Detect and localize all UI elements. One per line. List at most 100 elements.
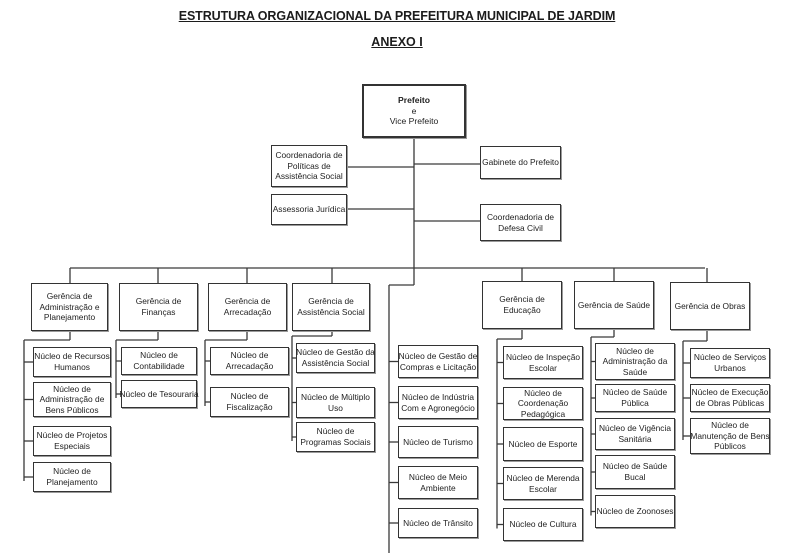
org-unit-nucleo: Núcleo de Tesouraria — [119, 380, 199, 408]
org-unit-prefeito-label-line: e — [411, 105, 417, 116]
org-unit-defesa-civil-label-line: Coordenadoria de — [486, 211, 555, 222]
document-subtitle: ANEXO I — [371, 35, 423, 49]
org-unit-ger-arrecadacao-label-line: Gerência de — [224, 296, 271, 307]
org-unit-nucleo-label-line: Núcleo de Indústria — [401, 391, 475, 402]
org-unit-nucleo-label-line: Núcleo de Merenda — [506, 472, 580, 483]
org-unit-nucleo-label-line: Administração da — [602, 356, 668, 367]
org-unit-prefeito-label-line: Vice Prefeito — [389, 116, 439, 127]
org-unit-ger-educacao-label-line: Educação — [503, 305, 541, 315]
org-unit-nucleo-label-line: Núcleo de — [53, 383, 91, 394]
org-unit-nucleo-label-line: Assistência Social — [301, 358, 370, 368]
org-unit-nucleo-label-line: Núcleo de Zoonoses — [596, 506, 674, 517]
org-unit-nucleo-label-line: Núcleo de Vigência — [598, 423, 671, 434]
org-unit-assessoria-juridica-label-line: Assessoria Jurídica — [272, 204, 346, 215]
org-unit-nucleo-label-line: Com e Agronegócio — [401, 402, 475, 413]
org-unit-nucleo-label-line: Núcleo de — [140, 350, 178, 361]
org-unit-nucleo-label-line: Núcleo de Meio — [408, 471, 468, 482]
org-unit-nucleo-label-line: Núcleo de — [316, 426, 355, 437]
org-unit-nucleo-label-line: Fiscalização — [226, 402, 273, 412]
org-unit-nucleo-label-line: Núcleo de Serviços — [693, 352, 767, 363]
org-unit-nucleo-label-line: Especiais — [54, 441, 90, 451]
org-unit-ger-saude-label-line: Gerência de Saúde — [577, 299, 651, 310]
org-unit-coord-politicas-label-line: Assistência Social — [275, 171, 343, 182]
org-unit-nucleo: Núcleo de Esporte — [503, 427, 583, 461]
org-unit-ger-admin-label-line: Planejamento — [43, 312, 96, 323]
org-unit-nucleo-label-line: Núcleo de Trânsito — [403, 517, 473, 528]
org-unit-nucleo-label-line: Arrecadação — [225, 361, 274, 371]
org-unit-ger-obras-label-line: Gerência de Obras — [674, 300, 746, 311]
org-unit-nucleo-label-line: Contabilidade — [133, 361, 185, 371]
org-unit-nucleo-label-line: Sanitária — [618, 434, 652, 444]
org-unit-ger-admin-label-line: Gerência de — [46, 291, 93, 302]
org-unit-nucleo-label-line: Núcleo de Saúde — [602, 461, 668, 472]
org-unit-nucleo-label-line: Núcleo de Projetos — [36, 430, 108, 441]
org-unit-nucleo-label-line: Núcleo de Esporte — [508, 438, 578, 449]
org-unit-nucleo-label-line: Núcleo de — [230, 391, 269, 402]
org-unit-nucleo-label-line: Manutenção de Bens — [690, 430, 770, 441]
org-unit-nucleo-label-line: Saúde — [622, 366, 648, 377]
org-unit-nucleo-label-line: Núcleo de — [230, 350, 269, 361]
org-unit-ger-arrecadacao-label-line: Arrecadação — [223, 307, 272, 317]
org-unit-nucleo-label-line: Uso — [328, 402, 343, 413]
org-unit-nucleo-label-line: de Obras Públicas — [695, 398, 765, 408]
org-unit-nucleo-label-line: Pedagógica — [520, 408, 566, 419]
org-unit-nucleo-label-line: Escolar — [529, 362, 557, 373]
org-unit-nucleo-label-line: Ambiente — [420, 482, 456, 493]
org-unit-nucleo-label-line: Planejamento — [46, 477, 98, 487]
org-unit-nucleo: Núcleo de Cultura — [503, 508, 583, 541]
org-unit-nucleo-label-line: Coordenação — [517, 398, 569, 409]
org-unit-ger-financas-label-line: Finanças — [141, 307, 176, 317]
org-unit-ger-financas-label-line: Gerência de — [135, 296, 182, 307]
org-unit-nucleo-label-line: Núcleo de — [53, 466, 91, 477]
org-unit-nucleo-label-line: Núcleo de Cultura — [509, 519, 577, 530]
org-unit-nucleo-label-line: Programas Sociais — [300, 437, 371, 447]
org-unit-nucleo-label-line: Núcleo de Inspeção — [505, 351, 581, 362]
org-unit-nucleo: Núcleo de Trânsito — [398, 508, 478, 538]
org-unit-ger-assistencia-label-line: Gerência de — [308, 296, 354, 307]
document-title: ESTRUTURA ORGANIZACIONAL DA PREFEITURA M… — [178, 9, 616, 23]
org-unit-nucleo-label-line: Públicos — [714, 441, 746, 452]
org-unit-prefeito-label-line: Prefeito — [398, 95, 430, 106]
org-unit-nucleo-label-line: Compras e Licitação — [399, 361, 477, 372]
org-unit-nucleo-label-line: Núcleo de Tesouraria — [119, 388, 199, 399]
org-unit-nucleo-label-line: Pública — [621, 398, 649, 408]
org-unit-nucleo-label-line: Núcleo de Saúde — [602, 387, 668, 398]
org-unit-nucleo-label-line: Núcleo de Múltiplo — [301, 391, 370, 402]
org-unit-nucleo-label-line: Núcleo de — [711, 420, 749, 431]
org-unit-defesa-civil-label-line: Defesa Civil — [498, 222, 543, 233]
org-unit-ger-obras: Gerência de Obras — [670, 282, 750, 330]
org-unit-gabinete-label-line: Gabinete do Prefeito — [482, 157, 559, 168]
org-unit-nucleo: Núcleo de Zoonoses — [595, 495, 675, 528]
org-unit-nucleo-label-line: Administração de — [39, 394, 105, 405]
org-unit-coord-politicas-label-line: Coordenadoria de — [275, 150, 343, 161]
org-unit-gabinete: Gabinete do Prefeito — [480, 146, 561, 179]
org-unit-nucleo-label-line: Humanos — [54, 362, 90, 372]
